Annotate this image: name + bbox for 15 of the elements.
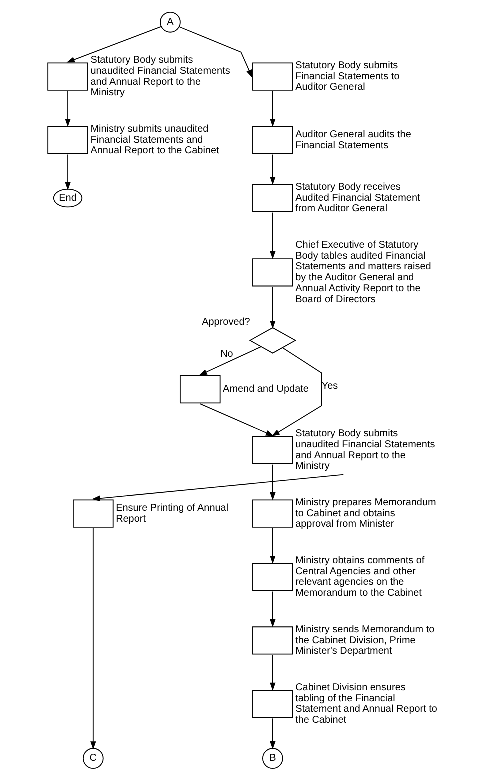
node-label: Statutory Body submits unaudited Financial Statements and Annual Report to the Ministry xyxy=(90,55,230,99)
edge-label: No xyxy=(220,348,233,360)
node-label: Ministry sends Memorandum to the Cabinet Division, Prime Minister's Department xyxy=(295,624,434,658)
node-label: Approved? xyxy=(202,317,250,328)
node-label: Amend and Update xyxy=(222,384,308,396)
node-label: Ministry obtains comments of Central Agencies and other relevant agencies on the Memorandum to the Cabinet xyxy=(295,555,424,600)
node-label: Chief Executive of Statutory Body tables audited Financial Statements and matters raised by the Auditor General and Annual Activity Report to the Board of Directors xyxy=(295,240,431,306)
node-label: Ensure Printing of Annual Report xyxy=(116,502,228,525)
node-label: Auditor General audits the Financial Statements xyxy=(295,129,411,152)
node-label: Ministry submits unaudited Financial Statements and Annual Report to the Cabinet xyxy=(90,124,219,157)
node-label: Ministry prepares Memorandum to Cabinet and obtains approval from Minister xyxy=(295,497,436,530)
node-label: Statutory Body submits Financial Statements to Auditor General xyxy=(295,60,400,94)
node-label: Cabinet Division ensures tabling of the Financial Statement and Annual Report to the Cabinet xyxy=(295,682,437,726)
node-label: Statutory Body receives Audited Financial Statement from Auditor General xyxy=(295,182,420,215)
node-label: Statutory Body submits unaudited Financial Statements and Annual Report to the Ministry xyxy=(295,428,435,472)
